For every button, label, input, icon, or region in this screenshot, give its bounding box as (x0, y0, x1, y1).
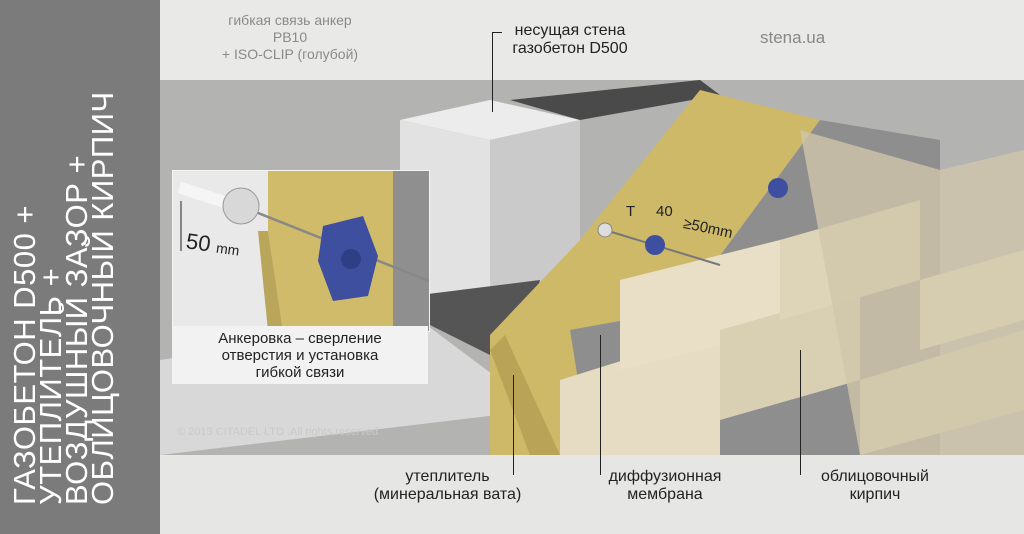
inset-depth-unit: mm (215, 239, 241, 259)
insulation-leader-line (513, 375, 514, 475)
membrane-label-line: диффузионная (608, 468, 722, 485)
brick-label: облицовочный кирпич (805, 468, 945, 504)
wall-label-line: газобетон D500 (512, 40, 628, 57)
anchor-label-line: + ISO-CLIP (голубой) (221, 46, 359, 62)
inset-caption-line: Анкеровка – сверление (218, 330, 382, 347)
facing-bricks (560, 130, 1024, 455)
anchor-label-line: PB10 (272, 29, 308, 45)
anchor-label-line: гибкая связь анкер (228, 12, 352, 28)
membrane-leader-line (600, 335, 601, 475)
anchoring-detail-inset (172, 170, 430, 332)
dimension-insulation: 40 (656, 203, 673, 220)
wall-leader-line (492, 32, 493, 112)
iso-clip (768, 178, 788, 198)
wall-label: несущая стена газобетон D500 (505, 22, 635, 58)
side-title-line: ОБЛИЦОВОЧНЫЙ КИРПИЧ (85, 91, 120, 505)
brick-label-line: кирпич (849, 486, 901, 503)
copyright: © 2013 CITADEL LTD .All rights reserved (177, 426, 379, 438)
brick-label-line: облицовочный (821, 468, 929, 485)
anchor-label: гибкая связь анкер PB10 + ISO-CLIP (голу… (200, 12, 380, 63)
membrane-label-line: мембрана (627, 486, 703, 503)
insulation-label-line: (минеральная вата) (373, 486, 522, 503)
mortar-joint (510, 80, 720, 120)
side-title: ГАЗОБЕТОН D500 + УТЕПЛИТЕЛЬ + ВОЗДУШНЫЙ … (7, 91, 120, 505)
inset-caption: Анкеровка – сверление отверстия и устано… (172, 326, 428, 384)
top-band (160, 0, 1024, 80)
inset-caption-line: отверстия и установка (221, 347, 379, 364)
insulation-label-line: утеплитель (405, 468, 490, 485)
dimension-t: T (626, 203, 636, 220)
bottom-band (160, 455, 1024, 534)
inset-caption-line: гибкой связи (255, 364, 345, 381)
iso-clip (645, 235, 665, 255)
wall-leader-tick (492, 32, 502, 33)
site-watermark: stena.ua (760, 28, 826, 47)
inset-depth-value: 50 (184, 228, 213, 257)
wall-label-line: несущая стена (514, 22, 626, 39)
insulation-label: утеплитель (минеральная вата) (365, 468, 530, 504)
brick-leader-line (800, 350, 801, 475)
membrane-label: диффузионная мембрана (605, 468, 725, 504)
side-title-band (0, 0, 160, 534)
